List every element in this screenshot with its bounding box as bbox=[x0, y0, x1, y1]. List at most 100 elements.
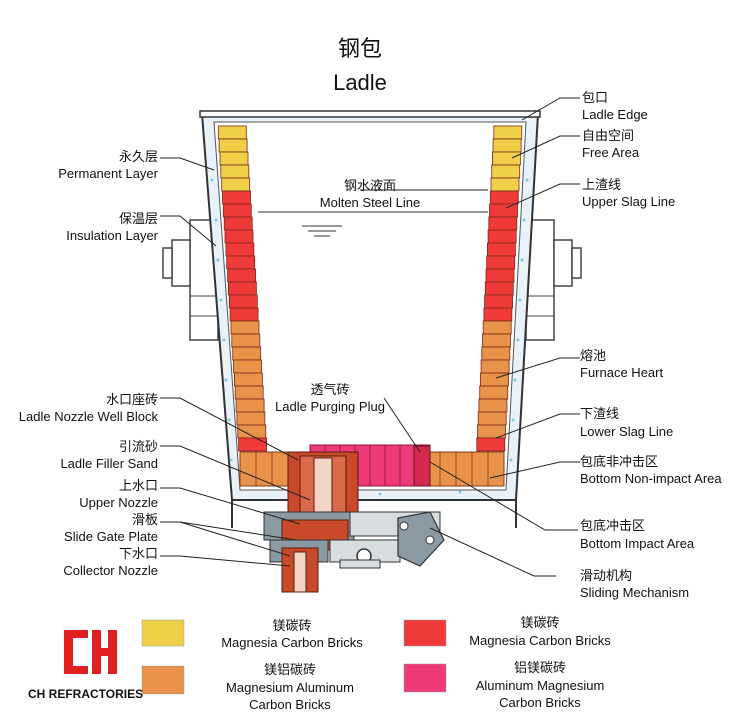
legend-swatch-yellow bbox=[141, 619, 185, 647]
left-wall-brick bbox=[223, 216, 253, 231]
legend-1-en: Magnesia Carbon Bricks bbox=[469, 633, 611, 648]
legend-1-zh: 镁碳砖 bbox=[520, 615, 559, 630]
label-bottom-non-impact-en: Bottom Non-impact Area bbox=[580, 471, 722, 486]
label-furnace-heart-en: Furnace Heart bbox=[580, 365, 663, 380]
left-wall-brick bbox=[219, 151, 249, 166]
right-wall-brick bbox=[493, 125, 523, 140]
right-wall-brick bbox=[479, 385, 509, 400]
label-free-area-en: Free Area bbox=[582, 145, 640, 160]
right-wall-brick bbox=[484, 294, 514, 309]
left-wall-brick bbox=[230, 320, 260, 335]
label-collector-nozzle-zh: 下水口 bbox=[119, 546, 158, 561]
ch-logo-icon bbox=[64, 630, 117, 674]
left-wall-bricks bbox=[217, 125, 268, 452]
left-wall-brick bbox=[220, 164, 250, 179]
left-labels: 永久层 Permanent Layer 保温层 Insulation Layer… bbox=[19, 149, 159, 578]
right-wall-brick bbox=[478, 398, 508, 413]
label-molten-steel-en: Molten Steel Line bbox=[320, 195, 420, 210]
right-wall-brick bbox=[484, 281, 514, 296]
title-zh: 钢包 bbox=[338, 36, 382, 61]
legend-swatch-orange bbox=[141, 665, 185, 695]
right-wall-brick bbox=[486, 255, 516, 270]
label-free-area-zh: 自由空间 bbox=[582, 128, 634, 143]
left-wall-brick bbox=[234, 385, 264, 400]
left-wall-brick bbox=[238, 437, 268, 452]
legend-3-en-1: Aluminum Magnesium bbox=[476, 678, 605, 693]
legend-3-en-2: Carbon Bricks bbox=[499, 695, 581, 710]
legend-item-magnesia-carbon-yellow: 镁碳砖 Magnesia Carbon Bricks bbox=[141, 618, 363, 650]
left-wall-brick bbox=[235, 398, 265, 413]
label-furnace-heart-zh: 熔池 bbox=[580, 348, 606, 363]
left-wall-brick bbox=[233, 372, 263, 387]
label-bottom-impact-en: Bottom Impact Area bbox=[580, 536, 695, 551]
label-slide-gate-en: Slide Gate Plate bbox=[64, 529, 158, 544]
left-wall-brick bbox=[228, 294, 258, 309]
left-wall-brick bbox=[226, 255, 256, 270]
left-wall-brick bbox=[232, 346, 262, 361]
label-slide-gate-zh: 滑板 bbox=[132, 512, 158, 527]
label-sliding-mechanism-zh: 滑动机构 bbox=[580, 568, 632, 583]
right-wall-brick bbox=[476, 437, 506, 452]
label-upper-nozzle-en: Upper Nozzle bbox=[79, 495, 158, 510]
left-wall-brick bbox=[217, 125, 247, 140]
right-wall-brick bbox=[491, 151, 521, 166]
left-wall-brick bbox=[227, 281, 257, 296]
label-sliding-mechanism-en: Sliding Mechanism bbox=[580, 585, 689, 600]
right-wall-brick bbox=[492, 138, 522, 153]
leader-lines bbox=[160, 97, 580, 577]
right-wall-brick bbox=[488, 216, 518, 231]
label-permanent-layer-en: Permanent Layer bbox=[58, 166, 158, 181]
left-wall-brick bbox=[221, 177, 251, 192]
right-wall-brick bbox=[491, 164, 521, 179]
label-nozzle-well-block-zh: 水口座砖 bbox=[106, 392, 158, 407]
legend-2-zh: 镁铝碳砖 bbox=[264, 662, 316, 677]
right-wall-brick bbox=[485, 268, 515, 283]
right-wall-brick bbox=[490, 177, 520, 192]
left-wall-brick bbox=[222, 190, 251, 205]
center-labels: 钢水液面 Molten Steel Line 透气砖 Ladle Purging… bbox=[275, 178, 420, 414]
left-wall-brick bbox=[225, 242, 255, 257]
left-wall-brick bbox=[218, 138, 248, 153]
label-lower-slag-en: Lower Slag Line bbox=[580, 424, 673, 439]
label-upper-slag-zh: 上渣线 bbox=[582, 177, 621, 192]
brand-name: CH REFRACTORIES bbox=[28, 687, 143, 701]
left-wall-brick bbox=[222, 203, 252, 218]
left-wall-brick bbox=[224, 229, 254, 244]
legend-0-en: Magnesia Carbon Bricks bbox=[221, 635, 363, 650]
left-trunnion bbox=[162, 219, 219, 341]
legend-0-zh: 镁碳砖 bbox=[272, 618, 311, 633]
label-nozzle-well-block-en: Ladle Nozzle Well Block bbox=[19, 409, 159, 424]
legend-swatch-red bbox=[403, 619, 447, 647]
right-trunnion bbox=[525, 219, 582, 341]
left-wall-brick bbox=[227, 268, 257, 283]
right-wall-brick bbox=[486, 242, 516, 257]
label-filler-sand-zh: 引流砂 bbox=[119, 439, 158, 454]
ladle-shell bbox=[199, 110, 541, 528]
right-wall-bricks bbox=[476, 125, 523, 452]
label-permanent-layer-zh: 永久层 bbox=[119, 149, 158, 164]
right-wall-brick bbox=[477, 411, 507, 426]
legend-3-zh: 铝镁碳砖 bbox=[514, 660, 566, 675]
sliding-mechanism-drawing bbox=[329, 511, 445, 569]
label-lower-slag-zh: 下渣线 bbox=[580, 406, 619, 421]
legend: 镁碳砖 Magnesia Carbon Bricks 镁碳砖 Magnesia … bbox=[141, 615, 611, 712]
label-purging-plug-en: Ladle Purging Plug bbox=[275, 399, 385, 414]
left-wall-brick bbox=[229, 307, 259, 322]
label-bottom-non-impact-zh: 包底非冲击区 bbox=[580, 454, 658, 469]
title-en: Ladle bbox=[333, 70, 387, 95]
legend-swatch-pink bbox=[403, 663, 447, 693]
right-wall-brick bbox=[489, 203, 518, 218]
insulation-dots bbox=[210, 178, 529, 496]
right-wall-brick bbox=[482, 333, 511, 348]
right-wall-brick bbox=[480, 359, 510, 374]
label-ladle-edge-zh: 包口 bbox=[582, 90, 608, 105]
right-wall-brick bbox=[483, 307, 513, 322]
left-wall-brick bbox=[231, 333, 261, 348]
right-labels: 包口 Ladle Edge 自由空间 Free Area 上渣线 Upper S… bbox=[580, 90, 722, 600]
label-purging-plug-zh: 透气砖 bbox=[310, 382, 349, 397]
label-upper-slag-en: Upper Slag Line bbox=[582, 194, 675, 209]
legend-item-magnesium-aluminum-carbon: 镁铝碳砖 Magnesium Aluminum Carbon Bricks bbox=[141, 662, 354, 712]
legend-2-en-2: Carbon Bricks bbox=[249, 697, 331, 712]
label-insulation-layer-zh: 保温层 bbox=[119, 211, 158, 226]
